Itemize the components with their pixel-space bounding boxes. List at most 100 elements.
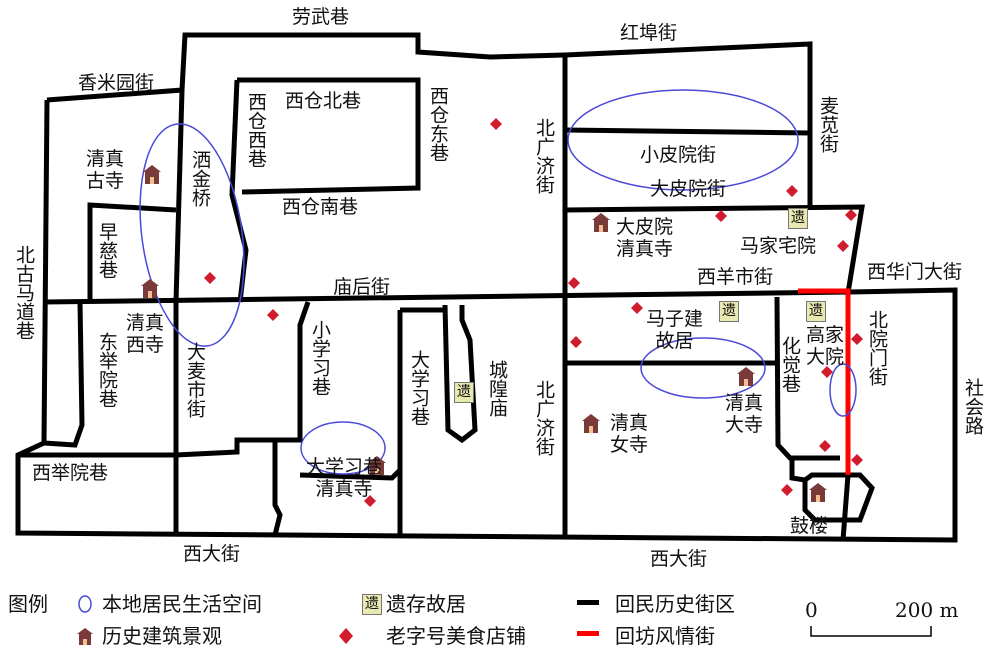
street-label: 西仓西巷 <box>245 92 267 168</box>
legend-title: 图例 <box>8 592 48 616</box>
legend-heritage-icon: 遗 <box>362 594 382 615</box>
diamond-icon <box>364 495 376 507</box>
legend-label: 回民历史街区 <box>615 592 735 616</box>
street-xiaoxuexi <box>272 301 311 536</box>
place-label: 清真 大寺 <box>725 392 764 436</box>
place-label: 马家宅院 <box>740 235 817 257</box>
heritage-icon: 遗 <box>806 301 826 322</box>
street-label: 洒金桥 <box>189 150 211 207</box>
street-outline-north <box>46 32 813 207</box>
street-label: 西仓南巷 <box>282 196 359 218</box>
street-label: 北广济街 <box>533 380 555 456</box>
legend-label: 遗存故居 <box>386 592 466 616</box>
street-label: 西羊市街 <box>697 266 774 288</box>
street-dongjuyuan <box>43 301 85 448</box>
living-space-beiyuanmen <box>829 363 857 417</box>
living-space-xiaopiyuan <box>567 89 799 191</box>
street-label: 庙后街 <box>333 276 391 298</box>
place-label: 城隍庙 <box>486 360 508 417</box>
street-label: 西大街 <box>183 543 241 565</box>
place-label: 清真 西寺 <box>126 312 165 356</box>
diamond-icon <box>490 118 502 130</box>
street-label: 社会路 <box>962 378 984 435</box>
mosque-icon <box>582 414 600 433</box>
legend-ellipse-icon <box>78 595 92 613</box>
street-xicang-block <box>237 77 421 195</box>
scale-bar <box>810 626 932 637</box>
street-label: 北古马道巷 <box>13 245 35 340</box>
historic-buildings <box>141 165 827 502</box>
street-label: 北广济街 <box>533 118 555 194</box>
street-label: 西大街 <box>650 548 708 570</box>
street-sajinqiao-west <box>173 89 185 303</box>
diamond-icon <box>821 366 833 378</box>
street-label: 东举院巷 <box>96 332 118 408</box>
heritage-icon: 遗 <box>719 301 739 322</box>
diamond-icon <box>631 302 643 314</box>
street-label: 早慈巷 <box>96 222 118 279</box>
diamond-icon <box>786 185 798 197</box>
street-label: 小皮院街 <box>640 144 717 166</box>
diamond-icon <box>568 277 580 289</box>
living-space-daxuexi <box>300 421 386 475</box>
food-shops <box>204 118 863 507</box>
legend-label: 回坊风情街 <box>615 624 715 648</box>
street-label: 西仓北巷 <box>285 90 362 112</box>
diamond-icon <box>851 333 863 345</box>
street-daxuexi-south <box>299 468 402 481</box>
place-label: 鼓楼 <box>790 515 829 537</box>
legend-black-line-icon <box>577 600 599 605</box>
living-space-dasi <box>640 337 766 399</box>
legend-label: 本地居民生活空间 <box>102 592 262 616</box>
street-label: 西仓东巷 <box>427 86 449 162</box>
mosque-icon <box>592 213 610 232</box>
street-zaoci <box>87 202 177 302</box>
place-label: 高家 大院 <box>806 324 845 368</box>
chenghuangmiao-outline <box>442 304 478 444</box>
legend-mosque-icon <box>77 628 93 645</box>
street-label: 西华门大街 <box>867 261 963 283</box>
mosque-icon <box>141 279 159 298</box>
street-damaishi-lane <box>175 437 275 458</box>
street-label: 西举院巷 <box>32 462 109 484</box>
place-label: 马子建 故居 <box>646 308 704 352</box>
place-label: 清真 古寺 <box>86 148 125 192</box>
street-label: 大学习巷 <box>408 350 430 426</box>
place-label: 大学习巷 清真寺 <box>306 456 383 500</box>
mosque-icon <box>368 456 386 475</box>
diamond-icon <box>845 209 857 221</box>
street-label: 红埠街 <box>620 22 678 44</box>
mosque-icon <box>809 483 827 502</box>
heritage-icon: 遗 <box>788 208 808 229</box>
street-huajue <box>774 296 840 461</box>
legend-red-line-icon <box>577 631 599 636</box>
street-label: 香米园街 <box>78 72 155 94</box>
street-label: 大麦市街 <box>184 342 206 418</box>
diamond-icon <box>204 272 216 284</box>
diamond-icon <box>715 210 727 222</box>
street-label: 大皮院街 <box>650 178 727 200</box>
place-label: 大皮院 清真寺 <box>616 216 674 260</box>
mosque-icon <box>143 165 161 184</box>
street-label: 北院门街 <box>866 310 888 386</box>
gulou-block <box>789 458 875 523</box>
diamond-icon <box>267 309 279 321</box>
mosque-icon <box>737 367 755 386</box>
diamond-icon <box>781 484 793 496</box>
scale-start-label: 0 <box>805 598 818 622</box>
legend-label: 历史建筑景观 <box>102 624 222 648</box>
living-space-sajinqiao <box>139 123 245 347</box>
legend-diamond-icon <box>339 628 353 644</box>
place-label: 清真 女寺 <box>610 412 649 456</box>
street-label: 小学习巷 <box>309 320 331 396</box>
legend-label: 老字号美食店铺 <box>386 624 526 648</box>
street-beiyuanmen-south <box>840 474 851 541</box>
diamond-icon <box>851 454 863 466</box>
street-dapiyuan <box>564 204 865 294</box>
diamond-icon <box>819 440 831 452</box>
street-label: 化觉巷 <box>779 336 801 393</box>
street-xiaopiyuan <box>564 127 811 136</box>
diamond-icon <box>570 336 582 348</box>
